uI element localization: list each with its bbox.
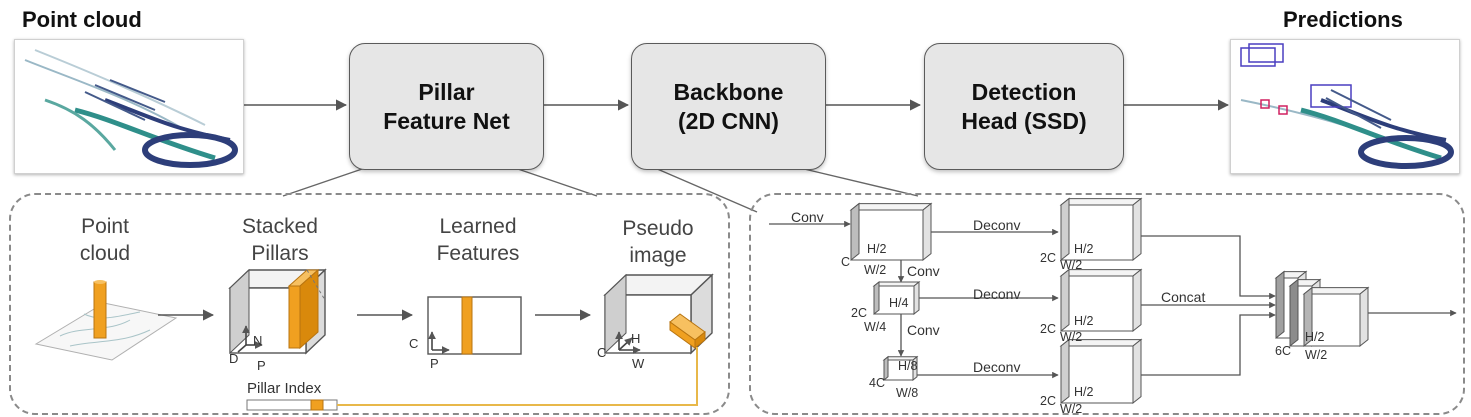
pillar-feature-net-panel	[9, 193, 730, 415]
up3-w: W/2	[1060, 402, 1082, 416]
backbone-lines	[769, 220, 1457, 379]
axis-p-stacked: P	[257, 358, 266, 373]
up3-h: H/2	[1074, 385, 1094, 399]
block2-cube	[872, 280, 921, 316]
out-c: 6C	[1275, 344, 1291, 358]
op-deconv-2: Deconv	[973, 286, 1021, 302]
backbone-line1: Backbone	[673, 78, 784, 105]
up1-w: W/2	[1060, 258, 1082, 272]
backbone-line2: (2D CNN)	[678, 107, 779, 134]
det-line1: Detection	[971, 78, 1077, 105]
axis-c-learned: C	[409, 336, 419, 351]
op-conv-3: Conv	[907, 322, 940, 338]
block1-cube	[849, 202, 933, 262]
out-cube-3	[1302, 286, 1370, 348]
zoom-connectors	[282, 167, 919, 213]
label-stacked-1: Stacked	[242, 215, 318, 238]
point-cloud-patch-icon	[34, 280, 178, 361]
block1-c: C	[841, 255, 850, 269]
pfn-line2: Feature Net	[383, 107, 510, 134]
pseudo-image-cube-icon	[603, 273, 714, 355]
up1-c: 2C	[1040, 251, 1056, 265]
learned-features-icon	[427, 296, 522, 355]
pillar-index-bar	[246, 347, 698, 411]
stacked-pillars-cube-icon	[228, 268, 327, 355]
block3-h: H/8	[898, 359, 918, 373]
backbone-box: Backbone(2D CNN)	[631, 43, 826, 170]
label-pseudo-2: image	[629, 244, 687, 267]
label-point-cloud: Point cloud	[55, 213, 155, 267]
label-learned-1: Learned	[439, 215, 517, 238]
block1-w: W/2	[864, 263, 886, 277]
up1-cube	[1059, 197, 1143, 262]
axis-p-learned: P	[430, 356, 439, 371]
block3-c: 4C	[869, 376, 885, 390]
op-conv-2: Conv	[907, 263, 940, 279]
label-pseudo-1: Pseudo	[622, 217, 694, 240]
label-pseudo-image: Pseudo image	[598, 215, 718, 269]
up2-cube	[1059, 268, 1143, 333]
pillar-index-label: Pillar Index	[247, 380, 322, 397]
pfn-line1: Pillar	[418, 78, 475, 105]
op-deconv-1: Deconv	[973, 217, 1021, 233]
block2-c: 2C	[851, 306, 867, 320]
up2-c: 2C	[1040, 322, 1056, 336]
axis-n: N	[253, 333, 263, 348]
input-point-cloud-image	[14, 39, 244, 174]
out-w: W/2	[1305, 348, 1327, 362]
det-line2: Head (SSD)	[961, 107, 1087, 134]
output-title: Predictions	[1283, 7, 1403, 32]
op-conv-input: Conv	[791, 209, 824, 225]
up2-h: H/2	[1074, 314, 1094, 328]
block3-cube	[882, 355, 919, 382]
up1-h: H/2	[1074, 242, 1094, 256]
label-learned-2: Features	[436, 242, 520, 265]
op-deconv-3: Deconv	[973, 359, 1021, 375]
up3-c: 2C	[1040, 394, 1056, 408]
block3-w: W/8	[896, 386, 918, 400]
axis-w-pseudo: W	[632, 356, 645, 371]
axis-c-pseudo: C	[597, 345, 607, 360]
block2-h: H/4	[889, 296, 909, 310]
axis-d: D	[229, 351, 239, 366]
axis-h-pseudo: H	[631, 331, 641, 346]
label-point-cloud-1: Point	[81, 215, 129, 238]
out-h: H/2	[1305, 330, 1325, 344]
input-title: Point cloud	[22, 7, 142, 32]
up2-w: W/2	[1060, 330, 1082, 344]
label-point-cloud-2: cloud	[79, 242, 131, 265]
op-concat: Concat	[1161, 289, 1206, 305]
block2-w: W/4	[864, 320, 886, 334]
block1-h: H/2	[867, 242, 887, 256]
label-stacked-2: Pillars	[251, 242, 309, 265]
backbone-panel	[749, 193, 1465, 415]
backbone-feature-blocks	[849, 197, 1370, 405]
up3-cube	[1059, 338, 1143, 405]
output-predictions-image	[1230, 39, 1460, 174]
